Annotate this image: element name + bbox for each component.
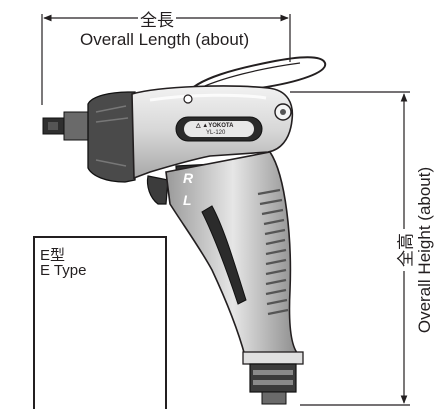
- direction-reverse-label: L: [183, 192, 192, 208]
- e-type-inset: E型 E Type: [33, 236, 167, 409]
- direction-forward-label: R: [183, 170, 194, 186]
- e-type-label-jp: E型: [40, 247, 66, 264]
- hanger-wire: [185, 56, 327, 96]
- height-label-en: Overall Height (about): [415, 166, 434, 334]
- grip-ribs: [257, 188, 289, 316]
- air-inlet: [242, 351, 304, 405]
- e-type-label-en: E Type: [40, 262, 87, 279]
- nameplate: [175, 116, 263, 142]
- nameplate-brand: △ ▲YOKOTA: [196, 123, 234, 129]
- nameplate-model: YL-120: [206, 130, 226, 136]
- length-label-jp: 全長: [138, 6, 176, 31]
- grip-label-band: [201, 205, 247, 305]
- height-label-jp: 全高: [391, 229, 417, 271]
- hammer-case: [87, 91, 136, 183]
- hanger-pivot: [183, 94, 193, 104]
- anvil: [42, 111, 91, 141]
- length-label-en: Overall Length (about): [80, 30, 250, 49]
- trigger: [146, 175, 169, 205]
